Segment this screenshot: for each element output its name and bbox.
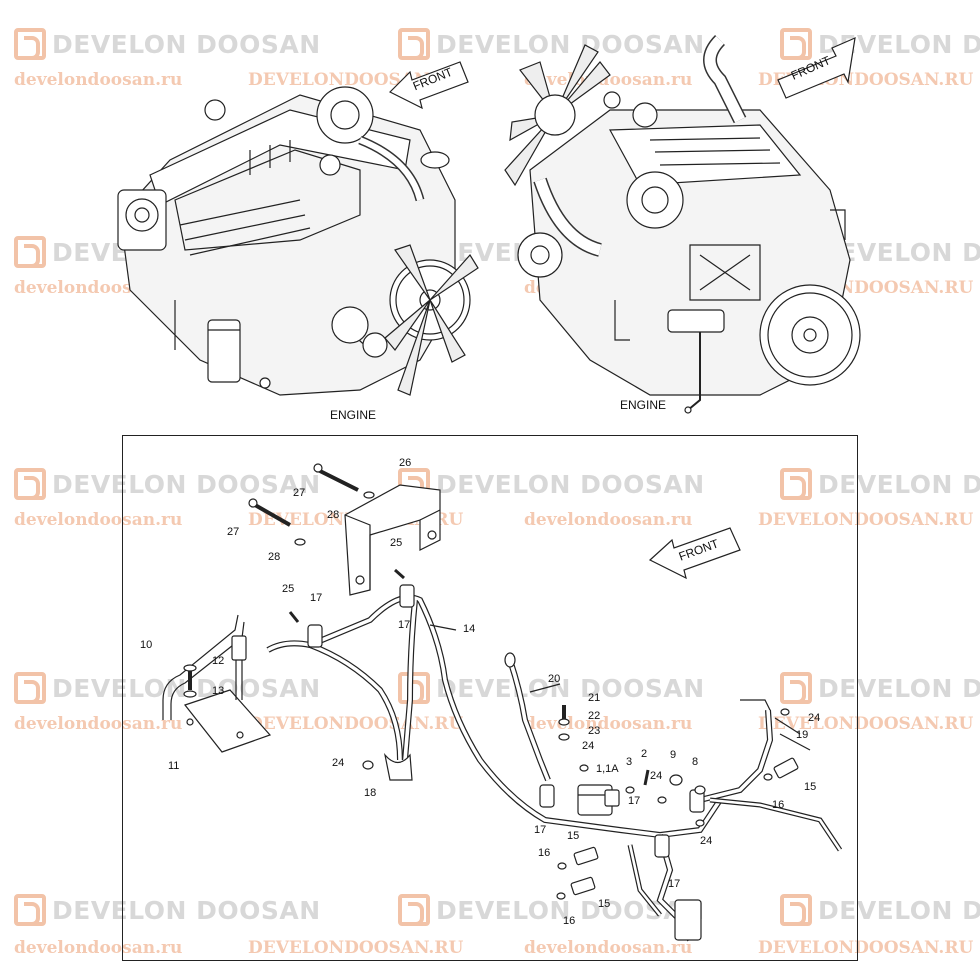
harness-detail [162, 463, 843, 942]
cooling-fan-right [504, 44, 611, 187]
cooling-fan-left [384, 244, 479, 396]
right-engine-illustration [504, 35, 861, 414]
left-engine-illustration [117, 86, 479, 396]
detail-frame [122, 435, 858, 961]
front-arrow-detail [648, 527, 741, 580]
front-arrow-right [777, 37, 856, 99]
front-arrow-left [388, 61, 469, 110]
